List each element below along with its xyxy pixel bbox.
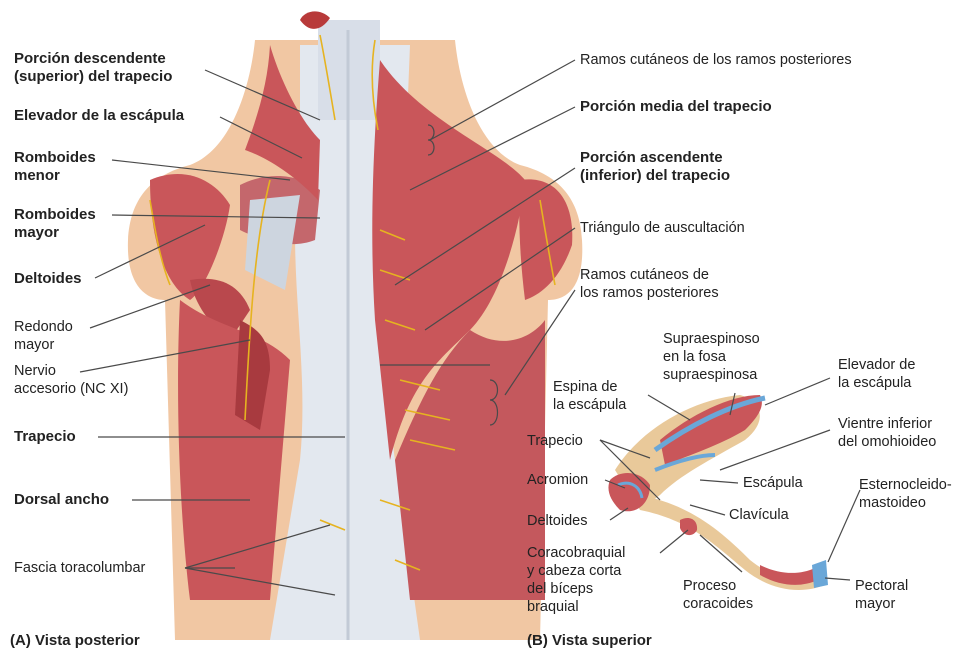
- label-trapezius: Trapecio: [14, 428, 76, 446]
- label-trapezius-middle: Porción media del trapecio: [580, 98, 772, 116]
- label-sternocleidomastoid: Esternocleido-mastoideo: [859, 476, 952, 512]
- label-trapezius-b: Trapecio: [527, 432, 583, 450]
- label-auscultation-triangle: Triángulo de auscultación: [580, 219, 745, 237]
- label-trapezius-descending: Porción descendente(superior) del trapec…: [14, 50, 172, 86]
- label-levator-scapulae: Elevador de la escápula: [14, 107, 184, 125]
- label-deltoid: Deltoides: [14, 270, 82, 288]
- label-scapula: Escápula: [743, 474, 803, 492]
- label-thoracolumbar-fascia: Fascia toracolumbar: [14, 559, 145, 577]
- label-latissimus-dorsi: Dorsal ancho: [14, 491, 109, 509]
- label-trapezius-ascending: Porción ascendente(inferior) del trapeci…: [580, 149, 730, 185]
- superior-view-illustration: [600, 378, 860, 590]
- caption-posterior-view: (A) Vista posterior: [10, 632, 140, 649]
- label-acromion: Acromion: [527, 471, 588, 489]
- caption-superior-view: (B) Vista superior: [527, 632, 652, 649]
- label-cutaneous-rami-top: Ramos cutáneos de los ramos posteriores: [580, 51, 852, 69]
- label-deltoid-b: Deltoides: [527, 512, 587, 530]
- label-clavicle: Clavícula: [729, 506, 789, 524]
